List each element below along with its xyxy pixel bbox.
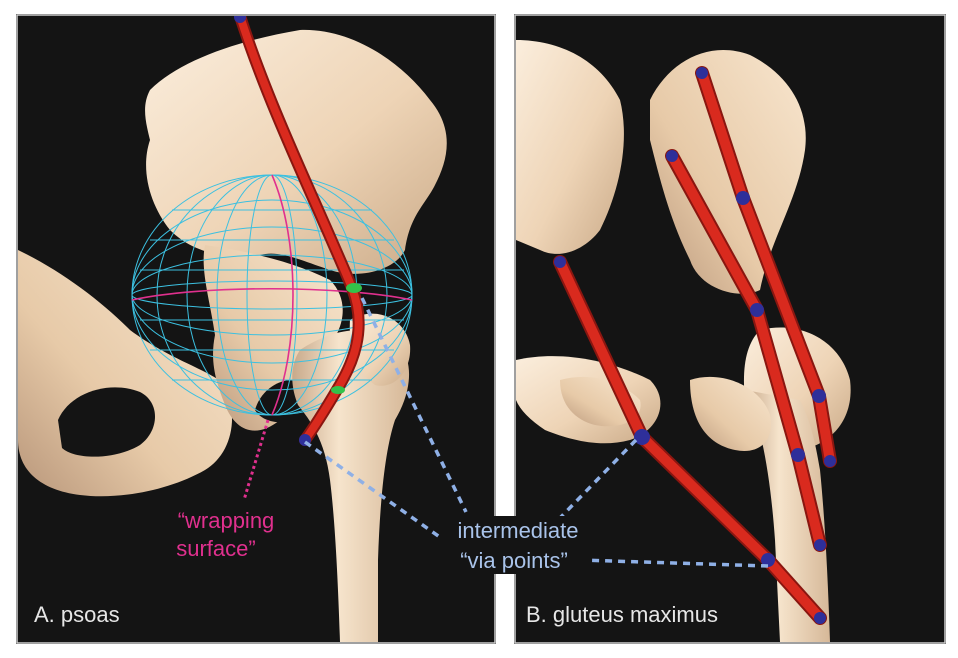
panel-a-label: A. psoas [34, 602, 120, 627]
wrapping-surface-label-line2: surface” [176, 536, 255, 561]
psoas-origin-point [234, 11, 246, 23]
panel-psoas: A. psoas [16, 11, 496, 644]
wrap-contact-point-upper [346, 283, 362, 293]
via-points-label-line1: intermediate [457, 518, 578, 543]
wrap-contact-point-lower [331, 386, 345, 394]
via-points-label-line2: “via points” [460, 548, 568, 573]
wrapping-surface-label-line1: “wrapping [178, 508, 275, 533]
panel-b-label: B. gluteus maximus [526, 602, 718, 627]
